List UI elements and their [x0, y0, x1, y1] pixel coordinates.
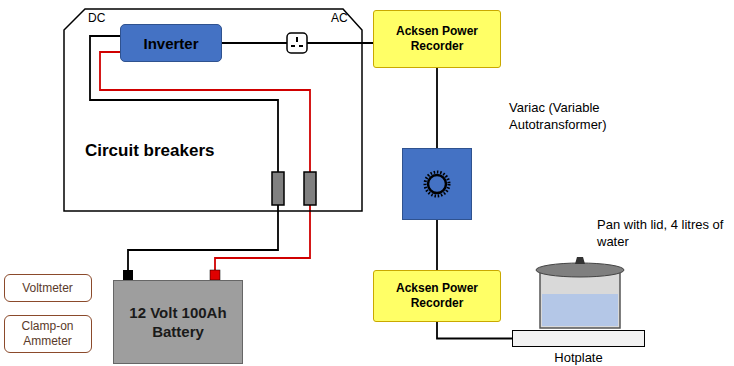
circuit-breaker	[272, 172, 284, 205]
coil-symbol	[402, 148, 472, 220]
battery-terminal-positive	[210, 270, 220, 280]
inverter-box: Inverter	[120, 24, 222, 62]
battery-terminal-negative	[123, 270, 133, 280]
node-label: Variac (Variable Autotransformer)	[509, 99, 639, 133]
ac-cable	[436, 220, 438, 270]
ac-cable	[436, 68, 438, 148]
variac-box: Variac (Variable Autotransformer)	[402, 148, 472, 220]
lid-knob	[575, 257, 585, 264]
node-label: 12 Volt 100Ah Battery	[123, 303, 233, 341]
instrument-box: Voltmeter	[4, 274, 92, 302]
node-label: Circuit breakers	[85, 140, 225, 162]
terminal-label: AC	[331, 10, 348, 26]
node-label: Clamp-on Ammeter	[9, 319, 87, 349]
pan-body	[540, 272, 620, 328]
hotplate-slab: Hotplate	[512, 330, 645, 347]
node-label: Acksen Power Recorder	[382, 281, 492, 311]
power-recorder-box: Acksen Power Recorder	[373, 10, 501, 68]
housing-outline	[64, 9, 362, 211]
inverter-housing: Circuit breakers Inverter	[63, 8, 363, 212]
node-label: Inverter	[143, 35, 198, 52]
callout-label: Pan with lid, 4 litres of water	[597, 216, 729, 250]
coil-ring	[428, 175, 446, 193]
socket-pin	[296, 37, 298, 42]
battery-box: 12 Volt 100Ah Battery	[113, 280, 243, 364]
terminal-label: DC	[88, 10, 105, 26]
node-label: Voltmeter	[9, 281, 87, 296]
instrument-box: Clamp-on Ammeter	[4, 315, 92, 353]
power-recorder-box: Acksen Power Recorder	[373, 270, 501, 322]
ac-cable	[437, 322, 512, 339]
mains-socket	[287, 33, 307, 53]
pan-water	[542, 294, 618, 326]
socket-pin	[299, 45, 303, 47]
coil-windings	[425, 172, 449, 196]
pan-lid	[536, 263, 624, 277]
node-label: Hotplate	[513, 350, 644, 365]
dc-wire	[100, 52, 310, 280]
circuit-breaker	[304, 172, 316, 205]
socket-pin	[291, 45, 295, 47]
node-label: Acksen Power Recorder	[382, 24, 492, 54]
